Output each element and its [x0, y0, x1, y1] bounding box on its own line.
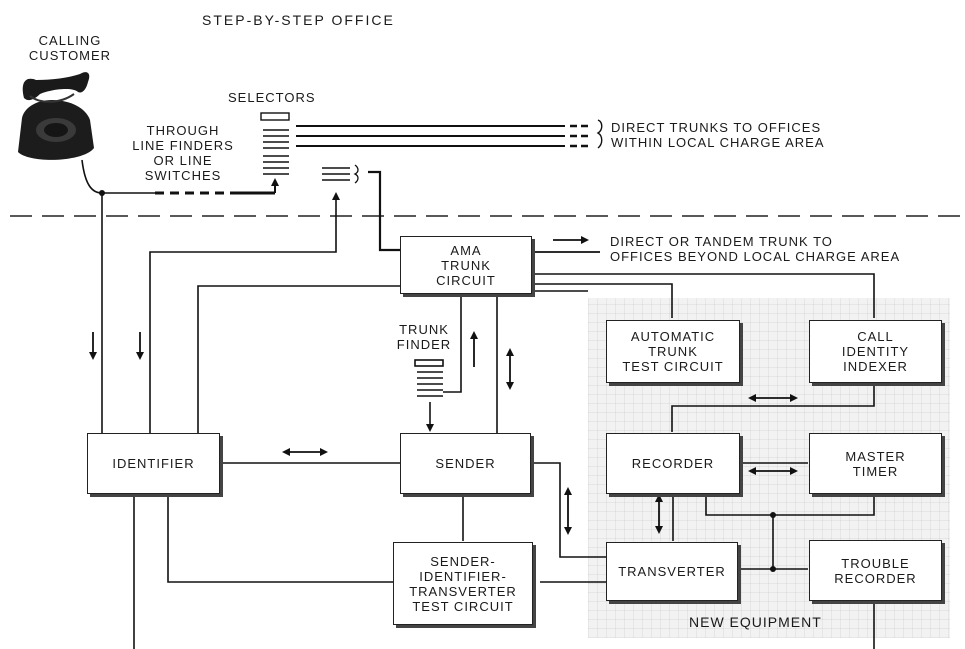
line-finders-label: THROUGH LINE FINDERS OR LINE SWITCHES [132, 123, 234, 183]
automatic-trunk-test-circuit-box: AUTOMATIC TRUNK TEST CIRCUIT [606, 320, 740, 383]
ama-trunk-circuit-box: AMA TRUNK CIRCUIT [400, 236, 532, 294]
trunk-finder-label: TRUNK FINDER [396, 322, 452, 352]
trouble-recorder-box: TROUBLE RECORDER [809, 540, 942, 601]
diagram-title: STEP-BY-STEP OFFICE [202, 12, 395, 28]
sender-identifier-transverter-test-circuit-box: SENDER- IDENTIFIER- TRANSVERTER TEST CIR… [393, 542, 533, 625]
recorder-box: RECORDER [606, 433, 740, 494]
calling-customer-label: CALLING CUSTOMER [28, 33, 112, 63]
tandem-trunk-label: DIRECT OR TANDEM TRUNK TO OFFICES BEYOND… [610, 234, 901, 264]
selectors-label: SELECTORS [228, 90, 316, 105]
transverter-box: TRANSVERTER [606, 542, 738, 601]
new-equipment-label: NEW EQUIPMENT [689, 614, 822, 630]
identifier-box: IDENTIFIER [87, 433, 220, 494]
sender-box: SENDER [400, 433, 531, 494]
call-identity-indexer-box: CALL IDENTITY INDEXER [809, 320, 942, 383]
telephone-icon [18, 72, 94, 160]
master-timer-box: MASTER TIMER [809, 433, 942, 494]
direct-trunks-label: DIRECT TRUNKS TO OFFICES WITHIN LOCAL CH… [611, 120, 825, 150]
